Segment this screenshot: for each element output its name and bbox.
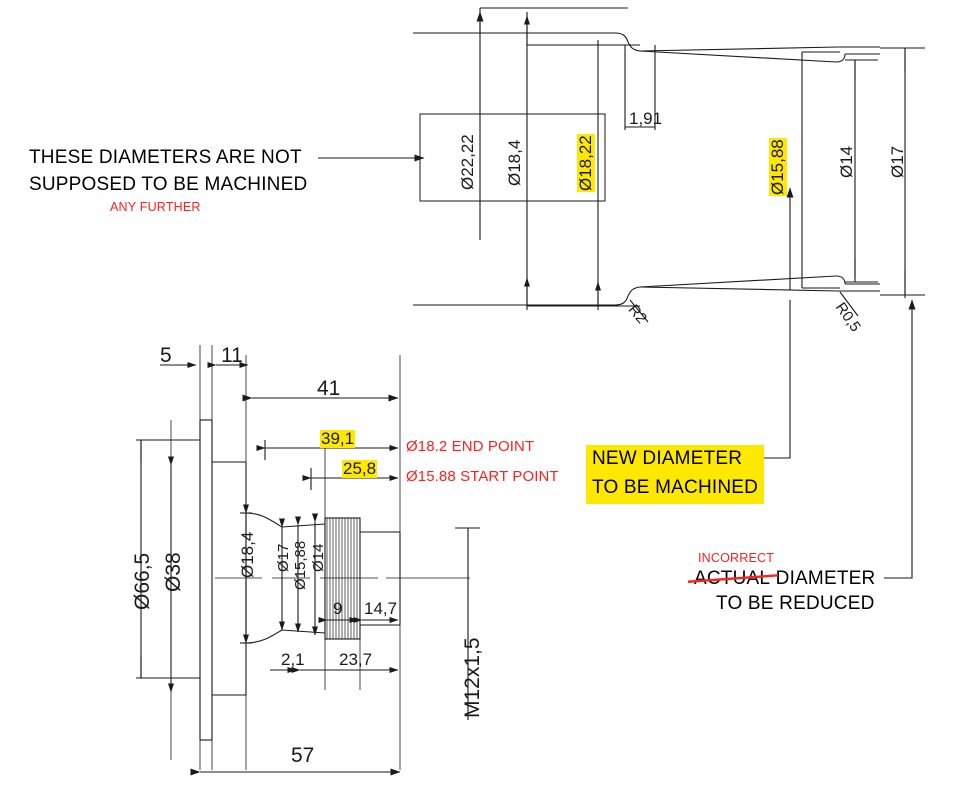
note-actual-correction: INCORRECT — [698, 551, 775, 565]
side-dim-dia-17: Ø17 — [275, 543, 292, 572]
note-actual-diameter: INCORRECT ACTUAL DIAMETER TO BE REDUCED — [694, 551, 875, 615]
note-actual-struck-word: ACTUAL — [694, 568, 770, 590]
side-dim-len-25-8: 25,8 — [342, 459, 378, 478]
side-dim-thread-m12: M12x1,5 — [461, 637, 484, 718]
note-actual-line2: TO BE REDUCED — [716, 593, 875, 614]
note-not-machined-line3: ANY FURTHER — [110, 200, 201, 214]
side-dim-len-39-1: 39,1 — [320, 429, 356, 448]
side-view-highlight-dims — [256, 440, 399, 490]
note-new-diameter-line1: NEW DIAMETER — [586, 445, 765, 475]
leader-new-diameter — [763, 300, 791, 459]
side-dim-len-11: 11 — [221, 344, 243, 367]
side-view-bottom-dims — [190, 527, 480, 776]
note-actual-line1-rest: DIAMETER — [770, 568, 876, 589]
callout-end-point: Ø18.2 END POINT — [406, 438, 535, 455]
side-dim-dia-15-88: Ø15,88 — [292, 540, 309, 590]
top-dim-dia-22-22: Ø22,22 — [458, 134, 477, 190]
top-view-dimensions — [476, 7, 925, 323]
side-dim-len-57: 57 — [291, 744, 315, 767]
callout-start-point: Ø15.88 START POINT — [406, 468, 559, 485]
callout-box-diameters — [419, 113, 606, 202]
side-dim-dia-66-5: Ø66,5 — [131, 552, 154, 610]
side-dim-len-14-7: 14,7 — [364, 599, 398, 618]
side-dim-len-2-1: 2,1 — [281, 650, 305, 669]
side-dim-dia-18-4: Ø18,4 — [238, 531, 257, 578]
top-dim-dia-18-22: Ø18,22 — [576, 134, 595, 192]
side-dim-len-5: 5 — [160, 344, 172, 367]
strikethrough-line — [688, 568, 778, 590]
note-new-diameter-line2: TO BE MACHINED — [586, 474, 765, 504]
top-dim-chamfer-1-91: 1,91 — [629, 109, 663, 128]
note-not-machined-line1: THESE DIAMETERS ARE NOT — [29, 147, 302, 168]
side-dim-dia-38: Ø38 — [162, 552, 185, 592]
note-not-machined-line2: SUPPOSED TO BE MACHINED — [29, 174, 308, 195]
top-dim-dia-17: Ø17 — [888, 145, 907, 178]
top-dim-dia-14: Ø14 — [837, 145, 856, 178]
side-dim-len-23-7: 23,7 — [339, 650, 373, 669]
side-dim-len-9: 9 — [333, 599, 343, 618]
top-view-profile — [413, 32, 880, 306]
side-dim-len-41: 41 — [317, 377, 341, 400]
top-dim-dia-15-88: Ø15,88 — [768, 138, 787, 196]
side-view-diameter-dims — [136, 439, 318, 693]
side-dim-dia-14: Ø14 — [310, 543, 327, 572]
side-view-top-dims — [160, 362, 399, 402]
top-dim-dia-18-4: Ø18,4 — [505, 139, 524, 186]
leader-actual-diameter — [884, 299, 916, 579]
note-new-diameter: NEW DIAMETER TO BE MACHINED — [586, 445, 765, 504]
